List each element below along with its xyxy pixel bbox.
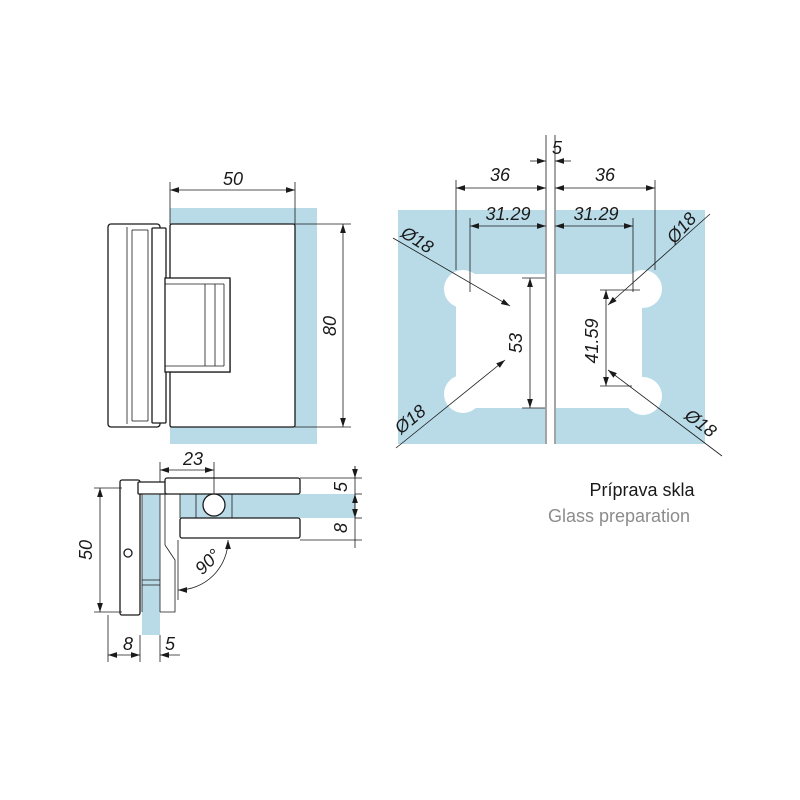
left-width-label: 36 xyxy=(490,165,511,185)
angle-dimension: 90° xyxy=(177,539,231,600)
width-dimension: 50 xyxy=(169,169,296,224)
plate-thickness-label: 8 xyxy=(123,634,133,654)
left-cutout xyxy=(444,270,546,413)
top-view: 23 5 8 50 8 5 xyxy=(76,449,362,662)
screw-icon xyxy=(123,548,133,558)
side-height-dimension: 50 xyxy=(76,487,122,613)
front-view: 50 80 xyxy=(107,169,351,444)
clamp-arm xyxy=(164,477,301,539)
bottom-dimensions: 8 5 xyxy=(107,615,180,662)
glass-thickness-label: 5 xyxy=(331,481,351,492)
offset-label: 23 xyxy=(182,449,203,469)
side-height-label: 50 xyxy=(76,540,96,560)
caption: Príprava skla Glass preparation xyxy=(548,480,696,526)
left-inner-label: 31.29 xyxy=(485,204,530,224)
offset-dimension: 23 xyxy=(159,449,215,494)
right-width-label: 36 xyxy=(595,165,616,185)
cutout-height-dimensions: 53 41.59 xyxy=(506,277,640,409)
wall-plate-top xyxy=(119,479,176,616)
angle-label: 90° xyxy=(191,545,224,578)
pivot-icon xyxy=(202,493,226,517)
caption-title: Príprava skla xyxy=(589,480,695,500)
width-dimensions: 36 36 31.29 31.29 xyxy=(455,165,656,292)
right-dimensions: 5 8 xyxy=(300,466,362,548)
width-label: 50 xyxy=(223,169,243,189)
glass-clamp-plate xyxy=(169,223,296,428)
left-height-label: 53 xyxy=(506,333,526,353)
glass-preparation: 5 36 36 31.29 31.29 Ø18 Ø18 Ø18 Ø18 xyxy=(390,135,723,457)
right-inner-label: 31.29 xyxy=(573,204,618,224)
height-dimension: 80 xyxy=(295,223,351,428)
gap-label: 5 xyxy=(165,634,176,654)
right-height-label: 41.59 xyxy=(582,318,602,363)
clamp-label: 8 xyxy=(331,523,351,533)
caption-subtitle: Glass preparation xyxy=(548,506,690,526)
glass-edge-vertical xyxy=(142,495,160,635)
hinge-knuckle xyxy=(164,277,231,373)
wall-plate xyxy=(107,223,167,428)
prep-gap-label: 5 xyxy=(552,138,563,158)
height-label: 80 xyxy=(320,316,340,336)
